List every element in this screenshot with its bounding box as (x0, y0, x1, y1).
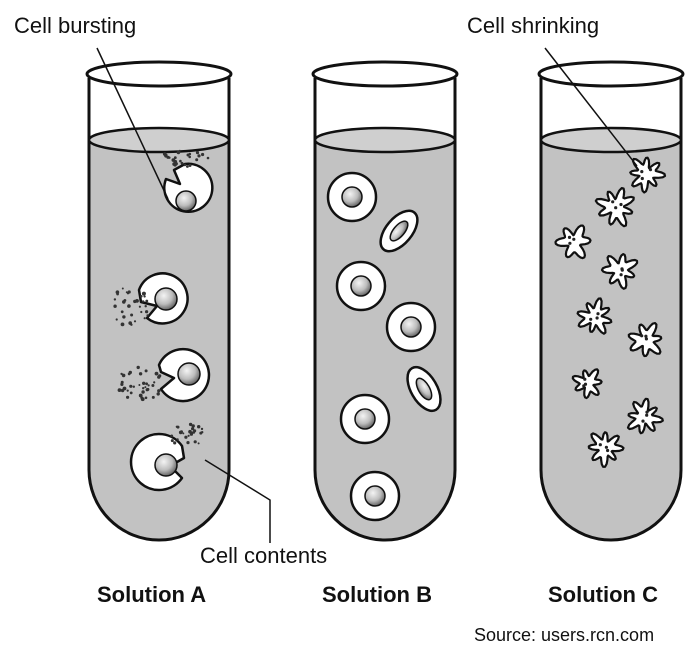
shrinking-cell (600, 253, 639, 290)
cell-contents-particles (113, 149, 210, 445)
side-view-cell (406, 365, 442, 413)
label-cell-bursting: Cell bursting (14, 13, 137, 38)
pointer-line-bursting (96, 47, 169, 200)
shrinking-cell (576, 297, 613, 335)
normal-cell (349, 470, 401, 522)
shrinking-cell (629, 156, 667, 194)
normal-cell (385, 301, 437, 353)
shrinking-cells (554, 156, 667, 468)
bursting-cell (163, 162, 214, 213)
shrinking-cell (554, 224, 592, 260)
side-view-cell (379, 209, 419, 253)
normal-cell (339, 393, 391, 445)
label-cell-contents: Cell contents (200, 543, 328, 568)
pointer-line-contents (204, 459, 271, 543)
test-tube-a (85, 60, 233, 542)
bursting-cell (137, 272, 189, 325)
pointer-line-shrinking (544, 47, 638, 167)
tube-title-a: Solution A (97, 582, 207, 607)
shrinking-cell (571, 368, 603, 400)
normal-cell (326, 171, 378, 223)
shrinking-cell (587, 431, 625, 468)
tube-title-c: Solution C (548, 582, 658, 607)
test-tube-b (311, 60, 459, 542)
source-credit: Source: users.rcn.com (474, 625, 655, 645)
normal-cell (335, 260, 387, 312)
bursting-cell (157, 347, 211, 403)
label-cell-shrinking: Cell shrinking (467, 13, 600, 38)
tube-title-b: Solution B (322, 582, 432, 607)
bursting-cell (129, 432, 186, 492)
